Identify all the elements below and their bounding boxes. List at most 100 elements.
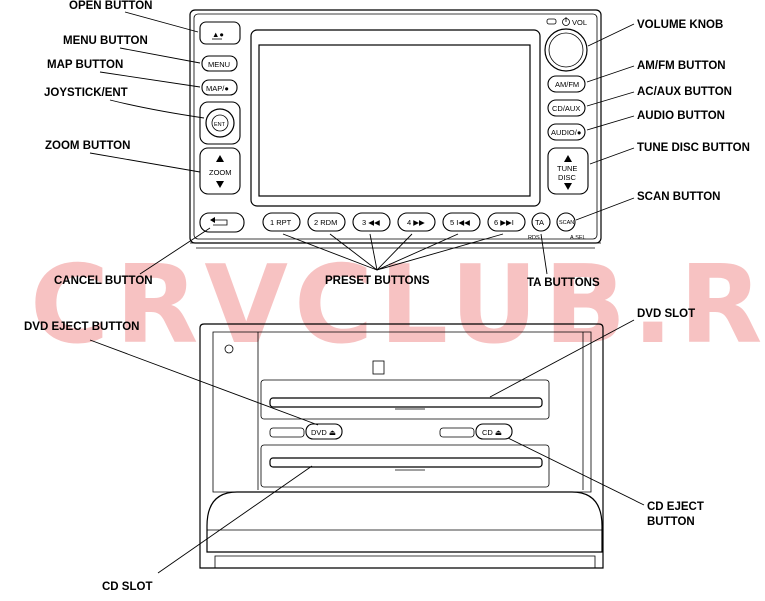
cd-slot[interactable] bbox=[269, 457, 543, 468]
label-cd-eject-line1: CD EJECT bbox=[647, 501, 704, 513]
screen-bezel bbox=[250, 29, 541, 207]
cd-aux-label: CD/AUX bbox=[552, 104, 580, 113]
zoom-out-icon bbox=[216, 181, 224, 188]
leader-cd-eject bbox=[507, 437, 645, 506]
label-am-fm-button: AM/FM BUTTON bbox=[637, 60, 726, 72]
zoom-button-label: ZOOM bbox=[209, 168, 232, 177]
leader-cancel bbox=[139, 227, 211, 275]
preset-button-5[interactable] bbox=[442, 212, 481, 232]
label-volume-knob: VOLUME KNOB bbox=[637, 19, 723, 31]
preset-button-6[interactable] bbox=[487, 212, 526, 232]
label-audio-button: AUDIO BUTTON bbox=[637, 110, 725, 122]
leader-preset-4 bbox=[376, 233, 413, 271]
cd-eject-button[interactable] bbox=[475, 423, 513, 440]
leader-preset-5 bbox=[376, 233, 459, 271]
leader-acaux bbox=[586, 91, 635, 107]
leader-preset-1 bbox=[282, 233, 378, 271]
label-cancel-button: CANCEL BUTTON bbox=[54, 275, 153, 287]
preset-3-label: 3 ◀◀ bbox=[362, 218, 381, 227]
leader-joystick bbox=[109, 99, 205, 119]
scan-label: SCAN bbox=[559, 220, 574, 226]
leader-dvd-eject bbox=[89, 339, 319, 426]
leader-preset-6 bbox=[376, 233, 504, 271]
preset-buttons: 1 RPT 2 RDM 3 ◀◀ 4 ▶▶ 5 I◀◀ 6 ▶▶I bbox=[262, 212, 526, 232]
leader-preset-3 bbox=[369, 233, 378, 271]
vol-label: VOL bbox=[572, 18, 587, 27]
leader-audio bbox=[586, 115, 635, 131]
label-zoom-button: ZOOM BUTTON bbox=[45, 140, 130, 152]
ent-label: ENT bbox=[214, 122, 226, 128]
sensor-window bbox=[372, 360, 385, 375]
preset-button-1[interactable] bbox=[262, 212, 301, 232]
faceplate-inner bbox=[193, 13, 598, 240]
leader-dvd-slot bbox=[489, 319, 635, 398]
drive-outline bbox=[199, 323, 604, 569]
map-button[interactable] bbox=[201, 79, 238, 96]
preset-6-label: 6 ▶▶I bbox=[494, 218, 514, 227]
audio-button[interactable] bbox=[547, 123, 586, 141]
tune-up-icon bbox=[564, 155, 572, 162]
am-fm-button[interactable] bbox=[547, 75, 586, 93]
label-cd-eject-line2: BUTTON bbox=[647, 516, 695, 528]
dvd-slot-housing bbox=[260, 379, 550, 420]
zoom-in-icon bbox=[216, 155, 224, 162]
label-scan-button: SCAN BUTTON bbox=[637, 191, 720, 203]
leader-cd-slot bbox=[157, 465, 313, 574]
am-fm-label: AM/FM bbox=[555, 80, 579, 89]
dvd-eject-label: DVD ⏏ bbox=[311, 428, 336, 437]
label-cd-slot: CD SLOT bbox=[102, 581, 152, 593]
tune-disc-button[interactable] bbox=[547, 147, 589, 195]
leader-map bbox=[99, 71, 201, 88]
scan-button[interactable] bbox=[556, 212, 576, 232]
map-button-label: MAP/● bbox=[206, 84, 229, 93]
dvd-slot[interactable] bbox=[269, 397, 543, 408]
leader-menu bbox=[119, 47, 201, 64]
drive-bay bbox=[212, 331, 592, 493]
joystick[interactable] bbox=[205, 108, 235, 138]
label-open-button: OPEN BUTTON bbox=[69, 0, 153, 12]
disc-label: DISC bbox=[558, 173, 577, 182]
menu-button[interactable] bbox=[201, 55, 238, 72]
leader-zoom bbox=[89, 152, 201, 173]
eject-icon: ▲● bbox=[212, 30, 224, 39]
label-map-button: MAP BUTTON bbox=[47, 59, 123, 71]
drive-unit: DVD ⏏ CD ⏏ bbox=[199, 323, 604, 569]
preset-button-4[interactable] bbox=[397, 212, 436, 232]
folded-faceplate bbox=[206, 491, 603, 553]
leader-lines bbox=[89, 11, 645, 574]
tune-down-icon bbox=[564, 183, 572, 190]
preset-button-3[interactable] bbox=[352, 212, 391, 232]
zoom-button[interactable] bbox=[199, 147, 241, 195]
watermark-text: CRVCLUB.RU bbox=[30, 243, 765, 368]
label-dvd-slot: DVD SLOT bbox=[637, 308, 695, 320]
indicator-lamp bbox=[546, 18, 557, 25]
cancel-button[interactable] bbox=[199, 212, 245, 233]
preset-button-2[interactable] bbox=[307, 212, 346, 232]
label-joystick-ent: JOYSTICK/ENT bbox=[44, 87, 128, 99]
leader-tune bbox=[589, 147, 635, 165]
cd-aux-button[interactable] bbox=[547, 99, 586, 117]
open-button[interactable] bbox=[199, 21, 241, 45]
label-dvd-eject-button: DVD EJECT BUTTON bbox=[24, 321, 139, 333]
volume-knob[interactable] bbox=[544, 28, 588, 72]
label-ta-buttons: TA BUTTONS bbox=[527, 277, 600, 289]
preset-4-label: 4 ▶▶ bbox=[407, 218, 426, 227]
tune-label: TUNE bbox=[557, 164, 577, 173]
ta-button[interactable] bbox=[531, 212, 551, 232]
label-tune-disc-button: TUNE DISC BUTTON bbox=[637, 142, 750, 154]
display-screen bbox=[258, 44, 531, 197]
dvd-eject-button[interactable] bbox=[305, 423, 343, 440]
preset-2-label: 2 RDM bbox=[314, 218, 337, 227]
callouts: OPEN BUTTON MENU BUTTON MAP BUTTON JOYST… bbox=[24, 0, 750, 593]
ta-label: TA bbox=[535, 218, 544, 227]
leader-preset-2 bbox=[329, 233, 378, 271]
faceplate-underside bbox=[214, 555, 596, 569]
leader-volume bbox=[587, 23, 635, 47]
cd-eject-label: CD ⏏ bbox=[482, 428, 502, 437]
ent-button[interactable] bbox=[211, 114, 229, 132]
back-arrow-head bbox=[210, 217, 215, 223]
screw-hole bbox=[224, 344, 234, 354]
menu-button-label: MENU bbox=[208, 60, 230, 69]
cd-indicator bbox=[439, 427, 475, 438]
